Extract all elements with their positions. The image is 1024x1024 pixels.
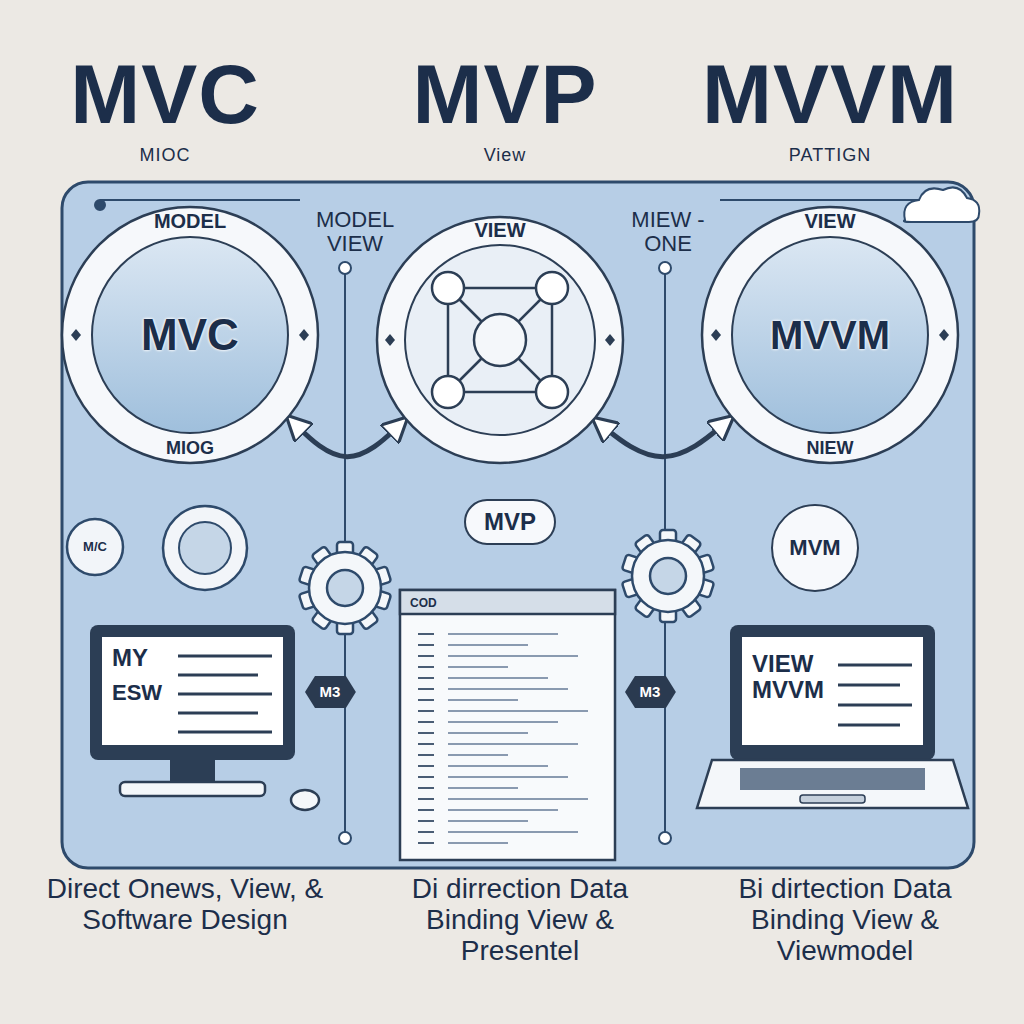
small-circle (67, 519, 123, 575)
pattern-heading: MVP (412, 48, 597, 140)
gear (299, 542, 391, 634)
pattern-subheading: PATTIGN (789, 146, 871, 166)
badge-label: M3 (320, 684, 341, 701)
screen-text: COD (410, 597, 437, 610)
ring-label: NIEW (807, 439, 854, 459)
ring-label: VIEW (474, 219, 525, 241)
step-badge: M3 (625, 676, 676, 708)
pattern-ring: VIEW (375, 215, 625, 465)
button-circle (163, 506, 247, 590)
pattern-ring: MODEL MVC MIOG (60, 205, 320, 465)
pattern-heading: MVVM (702, 48, 958, 140)
screen-lines (838, 665, 912, 725)
desktop-monitor (90, 625, 319, 810)
diagram-label: MIEW -ONE (623, 208, 713, 256)
ring-label: MODEL (154, 210, 226, 232)
ring-outline (375, 215, 625, 465)
step-badge: M3 (305, 676, 356, 708)
pattern-label: MVM (789, 536, 840, 560)
document-window: COD (402, 592, 613, 858)
pattern-subheading: MIOC (140, 146, 191, 166)
badge-label: M3 (640, 684, 661, 701)
pattern-circle: MVM (771, 504, 859, 592)
pattern-pill: MVP (464, 499, 556, 545)
cloud-icon (904, 187, 979, 222)
pattern-heading: MVC (70, 48, 260, 140)
screen-lines (178, 656, 272, 732)
button-inner (179, 522, 231, 574)
pattern-description: Bi dirtection Data Binding View & Viewmo… (695, 874, 995, 966)
laptop (697, 625, 968, 808)
pattern-label: MVP (484, 509, 536, 535)
screen-text: MY (112, 645, 148, 671)
document-lines (418, 634, 588, 843)
diagram-label: MODEL VIEW (310, 208, 400, 256)
laptop-screen: VIEW MVVM (742, 637, 923, 745)
diagram-label: M/C (83, 540, 107, 554)
ring-label: MIOG (166, 439, 214, 459)
flow-arrow (290, 419, 405, 457)
pattern-description: Direct Onews, View, & Software Design (35, 874, 335, 936)
document-window (400, 590, 615, 860)
monitor-screen: MY ESW (102, 637, 283, 745)
pattern-name: MVC (141, 311, 239, 359)
pattern-name: MVVM (770, 313, 890, 357)
gear (622, 530, 714, 622)
pattern-ring: VIEW MVVM NIEW (700, 205, 960, 465)
ring-label: VIEW (804, 210, 855, 232)
screen-text: ESW (112, 681, 162, 705)
flow-arrow (596, 419, 731, 457)
screen-text: VIEW MVVM (752, 651, 840, 704)
pattern-subheading: View (484, 146, 527, 166)
background-panel (62, 182, 974, 868)
pattern-description: Di dirrection Data Binding View & Presen… (370, 874, 670, 966)
